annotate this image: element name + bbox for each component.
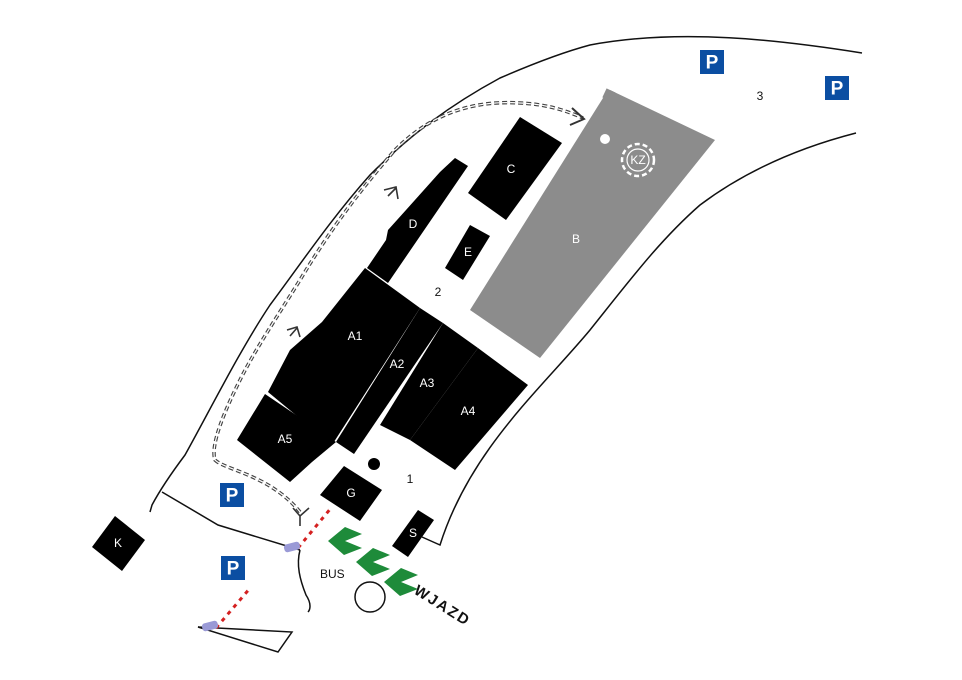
label-s: S [409,526,417,540]
building-a1: A1 [268,268,420,445]
kz-logo-text: KZ [630,153,645,167]
parking-sign: P [220,483,244,507]
svg-text:P: P [831,79,844,100]
building-c: C [468,117,562,220]
label-g: G [346,486,355,500]
vehicle-route [212,100,586,526]
area-1-label: 1 [407,472,414,486]
building-a4: A4 [410,348,528,470]
entrance-arrow [328,527,362,555]
label-a4: A4 [461,404,476,418]
label-a5: A5 [278,432,293,446]
label-d: D [409,217,418,231]
parking-sign: P [825,76,849,100]
entrance-label: WJAZD [411,582,474,630]
building-e: E [445,225,490,280]
svg-text:P: P [226,486,239,507]
entrance-arrow [356,548,390,576]
roundabout [354,581,386,613]
parking-sign: P [700,50,724,74]
kz-logo: KZ [620,142,656,178]
building-a2: A2 [336,308,443,454]
svg-text:P: P [227,559,240,580]
building-d: D [367,158,468,283]
building-s: S [392,510,434,557]
building-b: KZ B [470,88,715,358]
label-e: E [464,245,472,259]
label-a2: A2 [390,357,405,371]
svg-text:P: P [706,53,719,74]
label-c: C [507,162,516,176]
label-a3: A3 [420,376,435,390]
building-k: K [92,516,145,571]
building-g: G [320,466,382,521]
site-boundary [149,35,863,653]
building-a3: A3 [380,323,478,440]
label-k: K [114,536,122,550]
entrance-arrow [384,568,418,596]
label-b: B [572,232,580,246]
area-2-label: 2 [435,285,442,299]
label-a1: A1 [348,329,363,343]
point-marker [368,458,380,470]
barrier-entrance [283,507,333,553]
entrance-arrows [328,527,418,596]
building-b-marker [600,134,610,144]
parking-sign: P [221,556,245,580]
building-a5: A5 [237,394,336,482]
area-3-label: 3 [757,89,764,103]
barrier-parking [201,586,253,632]
bus-label: BUS [320,567,345,581]
